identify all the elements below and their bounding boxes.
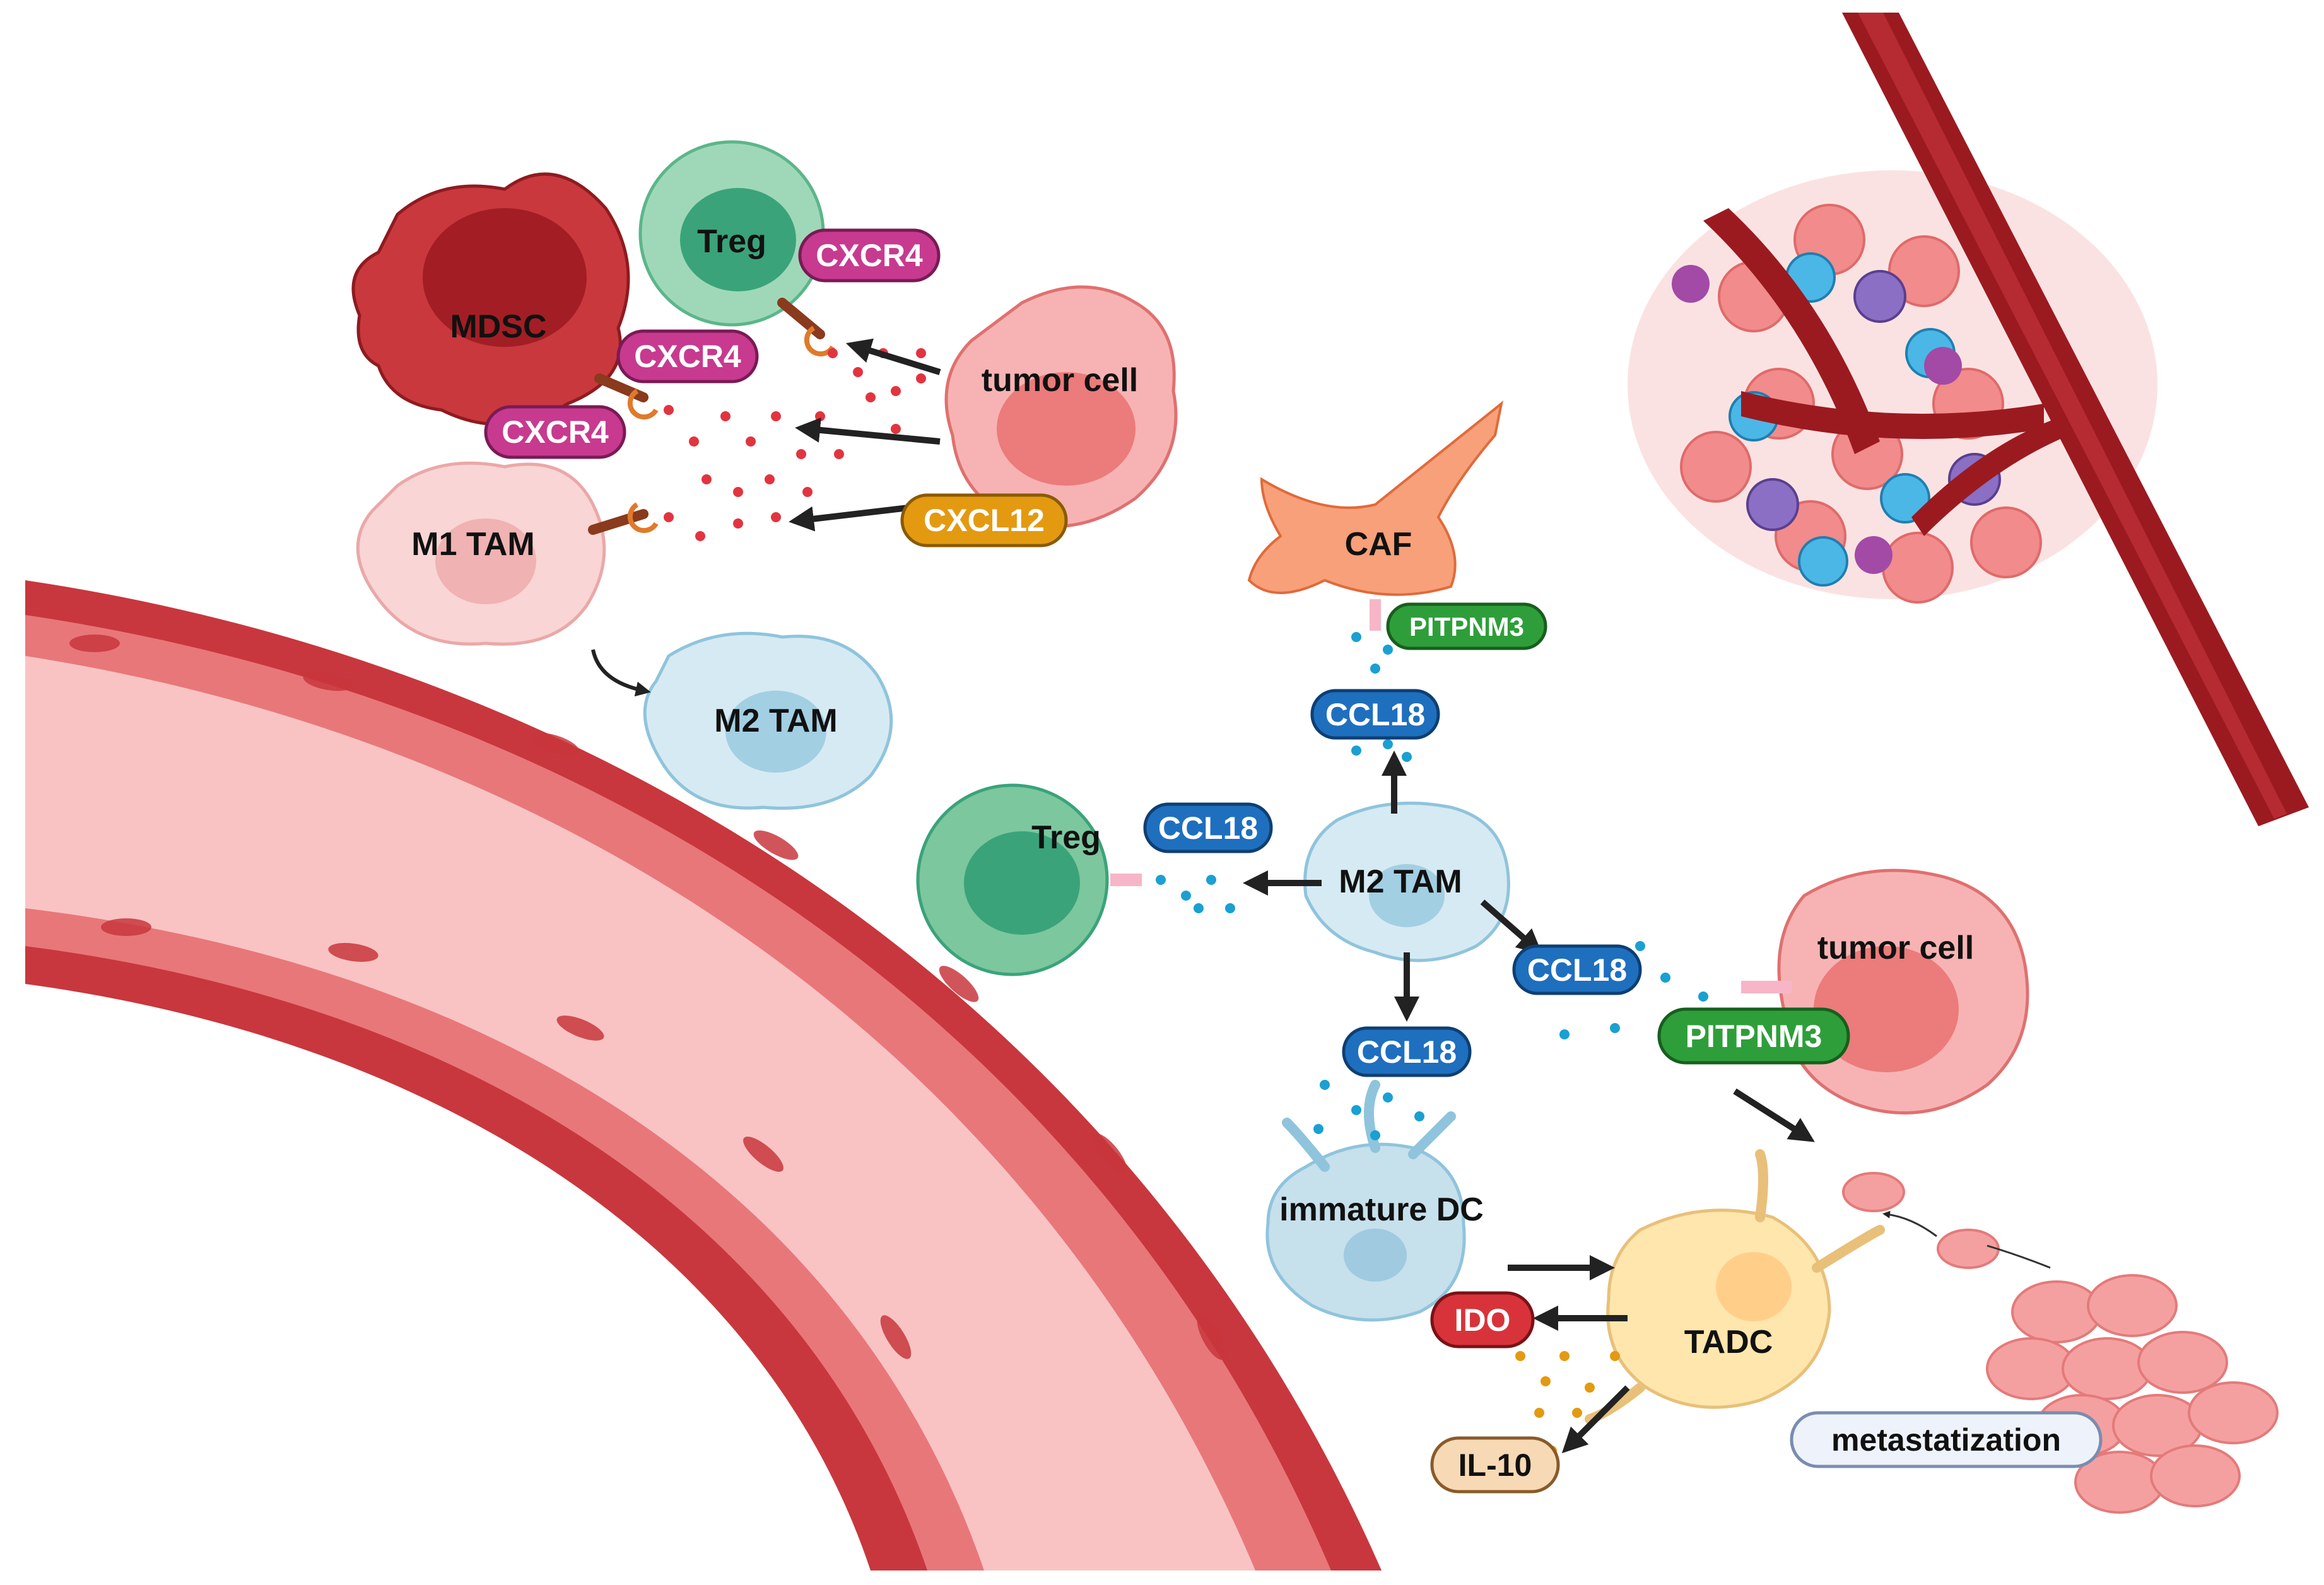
m2-tam-cell-center: M2 TAM <box>1303 801 1510 962</box>
mdsc-label: MDSC <box>450 308 546 345</box>
caf-label: CAF <box>1345 526 1412 563</box>
pitpnm3-caf-label: PITPNM3 <box>1409 612 1524 641</box>
tumor-cell-right-label: tumor cell <box>1817 930 1975 966</box>
cxcr4-mdsc-pill: CXCR4 <box>616 329 759 383</box>
cxcr4-mdsc-label: CXCR4 <box>634 339 741 374</box>
pitpnm3-caf-pill: PITPNM3 <box>1386 602 1547 650</box>
pitpnm3-tumor-pill: PITPNM3 <box>1657 1007 1850 1065</box>
cxcr4-m1-pill: CXCR4 <box>484 405 626 459</box>
il10-label: IL-10 <box>1458 1448 1532 1483</box>
treg-cell-top: Treg <box>638 140 825 327</box>
treg-cell-mid: Treg <box>916 783 1142 976</box>
tumor-cell-top: tumor cell <box>944 285 1178 528</box>
ccl18-right-pill: CCL18 <box>1512 944 1642 995</box>
treg-top-label: Treg <box>697 223 766 260</box>
ccl18-up-pill: CCL18 <box>1310 689 1440 740</box>
m2-tam-cell-left: M2 TAM <box>643 631 893 810</box>
pitpnm3-tumor-label: PITPNM3 <box>1686 1019 1822 1054</box>
tumor-cell-right: tumor cell <box>1741 869 2029 1115</box>
cxcr4-m1-label: CXCR4 <box>502 414 609 450</box>
tumor-cell-top-label: tumor cell <box>982 362 1139 399</box>
ccl18-down-label: CCL18 <box>1357 1034 1457 1070</box>
il10-pill: IL-10 <box>1430 1436 1560 1494</box>
ccl18-right-label: CCL18 <box>1527 952 1627 988</box>
m2-tam-left-label: M2 TAM <box>714 703 837 739</box>
ccl18-arrows <box>1243 751 1815 1454</box>
metastasis-cluster <box>1842 1172 2279 1514</box>
metastatization-label: metastatization <box>1831 1422 2061 1458</box>
caf-cell: CAF <box>1247 401 1504 631</box>
ido-label: IDO <box>1455 1302 1511 1338</box>
ccl18-up-label: CCL18 <box>1325 697 1425 732</box>
m1-to-m2-arrow <box>591 649 651 697</box>
ccl18-left-pill: CCL18 <box>1143 802 1273 853</box>
m2-tam-center-label: M2 TAM <box>1339 863 1462 900</box>
cxcl12-label: CXCL12 <box>924 503 1045 538</box>
cxcl12-dots <box>664 348 926 541</box>
ido-pill: IDO <box>1430 1291 1535 1348</box>
immature-dc-cell: immature DC <box>1265 1080 1484 1322</box>
blood-vessel <box>25 580 1382 1570</box>
cxcl12-arrows <box>789 338 941 532</box>
metastatization-pill: metastatization <box>1790 1411 2103 1468</box>
immature-dc-label: immature DC <box>1279 1191 1484 1228</box>
cxcr4-treg-pill: CXCR4 <box>798 228 941 283</box>
ccl18-left-label: CCL18 <box>1158 810 1258 846</box>
cxcr4-treg-label: CXCR4 <box>816 238 923 273</box>
m1-tam-label: M1 TAM <box>411 526 534 563</box>
tadc-cell: TADC <box>1585 1149 1885 1424</box>
tumor-mass-with-vessel <box>1628 13 2309 826</box>
ccl18-down-pill: CCL18 <box>1342 1026 1472 1077</box>
m1-tam-cell: M1 TAM <box>356 461 606 646</box>
tadc-label: TADC <box>1684 1324 1773 1360</box>
mdsc-cell: MDSC <box>351 172 630 426</box>
treg-mid-label: Treg <box>1031 819 1101 856</box>
cxcl12-pill: CXCL12 <box>900 493 1068 547</box>
